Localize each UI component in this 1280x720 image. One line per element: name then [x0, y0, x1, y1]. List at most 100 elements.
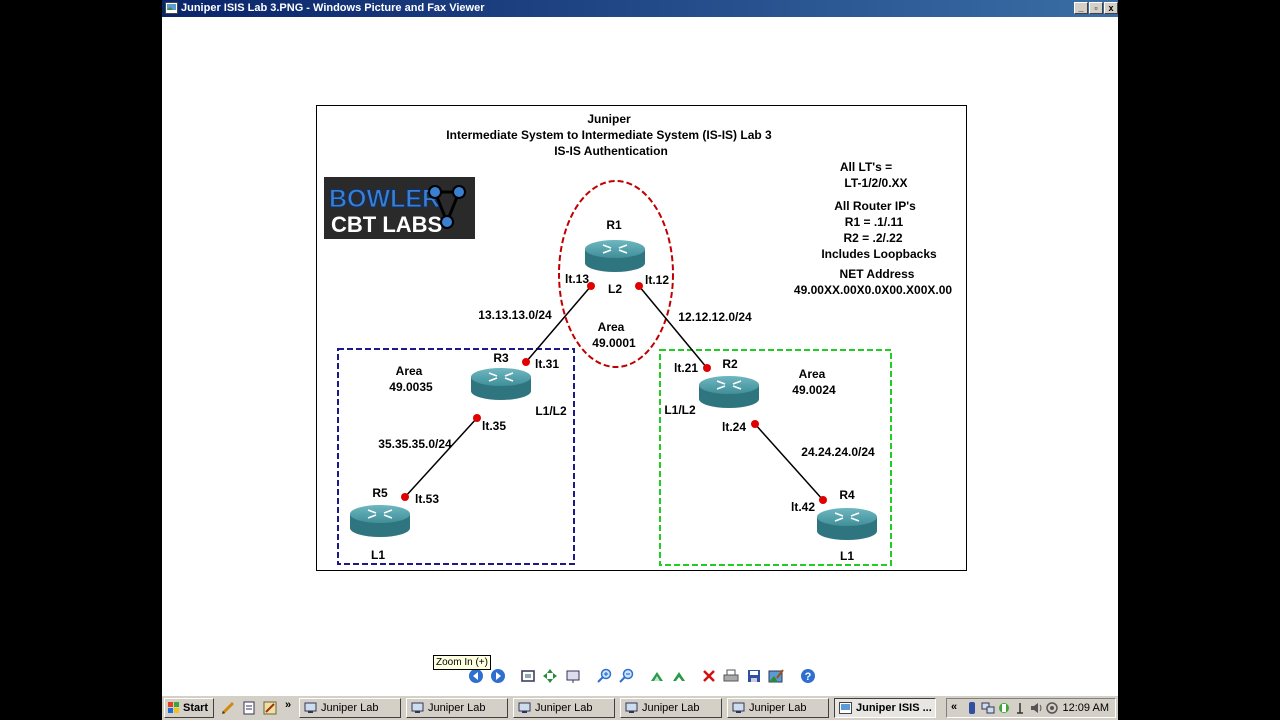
interface-label-lt12: lt.12 [645, 273, 669, 287]
interface-dot-lt53 [401, 493, 409, 501]
taskbar-item-juniper-lab-1[interactable]: Juniper Lab [299, 698, 401, 718]
note-r2-ip: R2 = .2/.22 [843, 231, 902, 245]
area-right-id: 49.0024 [792, 383, 836, 397]
diagram-title-topic: IS-IS Authentication [554, 144, 668, 158]
area-49-0024-boundary [659, 349, 892, 566]
logo-text-bowler: BOWLER [329, 185, 440, 213]
picture-viewer-window: Juniper ISIS Lab 3.PNG - Windows Picture… [162, 0, 1118, 720]
router-r4-name: R4 [839, 488, 855, 502]
note-lt-format: LT-1/2/0.XX [844, 176, 907, 190]
diagram-title-vendor: Juniper [587, 112, 631, 126]
network-diagram-image: Juniper Intermediate System to Intermedi… [316, 105, 967, 571]
subnet-label-r2-r4: 24.24.24.0/24 [801, 445, 875, 459]
next-image-icon[interactable] [490, 668, 506, 684]
router-r2-level: L1/L2 [664, 403, 696, 417]
actual-size-icon[interactable] [542, 668, 558, 684]
link-r2-r4 [754, 423, 824, 501]
tray-wireless-icon[interactable] [1045, 701, 1059, 715]
remote-desktop-icon [304, 702, 317, 713]
system-tray: « 12:09 AM [946, 698, 1116, 718]
quicklaunch-paint-icon[interactable] [262, 700, 278, 716]
link-r1-r2 [638, 285, 708, 369]
router-r2-icon [698, 375, 760, 409]
windows-flag-icon [168, 702, 179, 713]
save-icon[interactable] [746, 668, 762, 684]
taskbar-item-juniper-lab-5[interactable]: Juniper Lab [727, 698, 829, 718]
router-r5-name: R5 [372, 486, 388, 500]
close-button[interactable]: x [1104, 2, 1118, 14]
minimize-button[interactable]: _ [1074, 2, 1088, 14]
interface-label-lt35: lt.35 [482, 419, 506, 433]
interface-dot-lt21 [703, 364, 711, 372]
interface-label-lt21: lt.21 [674, 361, 698, 375]
area-center-label: Area [598, 320, 625, 334]
area-right-label: Area [799, 367, 826, 381]
window-title: Juniper ISIS Lab 3.PNG - Windows Picture… [181, 2, 485, 14]
zoom-in-icon[interactable] [597, 668, 613, 684]
previous-image-icon[interactable] [468, 668, 484, 684]
bowler-cbt-labs-logo: BOWLER CBT LABS [324, 177, 475, 239]
remote-desktop-icon [625, 702, 638, 713]
router-r3-name: R3 [493, 351, 509, 365]
quicklaunch-pencil-icon[interactable] [220, 700, 236, 716]
tray-devices-icon[interactable] [997, 701, 1011, 715]
taskbar-item-juniper-lab-4[interactable]: Juniper Lab [620, 698, 722, 718]
tray-volume-icon[interactable] [1029, 701, 1043, 715]
quicklaunch-notepad-icon[interactable] [241, 700, 257, 716]
diagram-title-lab: Intermediate System to Intermediate Syst… [446, 128, 772, 142]
tray-usb-icon[interactable] [1013, 701, 1027, 715]
delete-icon[interactable] [701, 668, 717, 684]
interface-label-lt24: lt.24 [722, 420, 746, 434]
diagram-canvas: Juniper Intermediate System to Intermedi… [324, 112, 952, 566]
picture-viewer-icon [165, 2, 178, 14]
interface-dot-lt24 [751, 420, 759, 428]
subnet-label-r1-r3: 13.13.13.0/24 [478, 308, 552, 322]
tray-network-icon[interactable] [981, 701, 995, 715]
rotate-clockwise-icon[interactable] [649, 668, 665, 684]
zoom-out-icon[interactable] [619, 668, 635, 684]
router-r2-name: R2 [722, 357, 738, 371]
quicklaunch-overflow-chevron[interactable]: » [285, 699, 292, 711]
rotate-counterclockwise-icon[interactable] [671, 668, 687, 684]
router-r3-level: L1/L2 [535, 404, 567, 418]
start-button[interactable]: Start [164, 698, 214, 718]
interface-dot-lt35 [473, 414, 481, 422]
area-49-0035-boundary [337, 348, 575, 565]
picture-viewer-icon [839, 702, 852, 714]
slideshow-icon[interactable] [565, 668, 581, 684]
router-r1-level: L2 [608, 282, 622, 296]
note-net-address: NET Address [840, 267, 915, 281]
note-includes-loopbacks: Includes Loopbacks [821, 247, 937, 261]
taskbar-clock[interactable]: 12:09 AM [1062, 702, 1109, 714]
interface-dots [401, 282, 827, 504]
svg-text:?: ? [805, 671, 812, 683]
maximize-button[interactable]: ▫ [1089, 2, 1103, 14]
router-r5-icon [349, 504, 411, 538]
taskbar-item-juniper-isis-viewer[interactable]: Juniper ISIS ... [834, 698, 936, 718]
router-r1-icon [584, 239, 646, 273]
print-icon[interactable] [723, 668, 739, 684]
taskbar-item-juniper-lab-3[interactable]: Juniper Lab [513, 698, 615, 718]
interface-dot-lt31 [522, 358, 530, 366]
help-icon[interactable]: ? [800, 668, 816, 684]
taskbar-item-label: Juniper Lab [321, 702, 379, 714]
taskbar-item-juniper-lab-2[interactable]: Juniper Lab [406, 698, 508, 718]
tray-shield-icon[interactable] [965, 701, 979, 715]
note-net-format: 49.00XX.00X0.0X00.X00X.00 [794, 283, 952, 297]
router-r1-name: R1 [606, 218, 622, 232]
remote-desktop-icon [732, 702, 745, 713]
edit-image-icon[interactable] [768, 668, 784, 684]
interface-dot-lt13 [587, 282, 595, 290]
router-r5-level: L1 [371, 548, 385, 562]
tray-expand-chevron[interactable]: « [951, 701, 958, 713]
taskbar-item-label: Juniper Lab [535, 702, 593, 714]
interface-label-lt42: lt.42 [791, 500, 815, 514]
title-bar[interactable]: Juniper ISIS Lab 3.PNG - Windows Picture… [162, 0, 1118, 17]
taskbar: Start » Juniper Lab Juniper Lab Juniper … [162, 695, 1118, 720]
best-fit-icon[interactable] [520, 668, 536, 684]
area-49-0001-boundary [558, 180, 674, 368]
interface-label-lt53: lt.53 [415, 492, 439, 506]
router-r3-icon [470, 367, 532, 401]
taskbar-item-label: Juniper Lab [642, 702, 700, 714]
remote-desktop-icon [518, 702, 531, 713]
